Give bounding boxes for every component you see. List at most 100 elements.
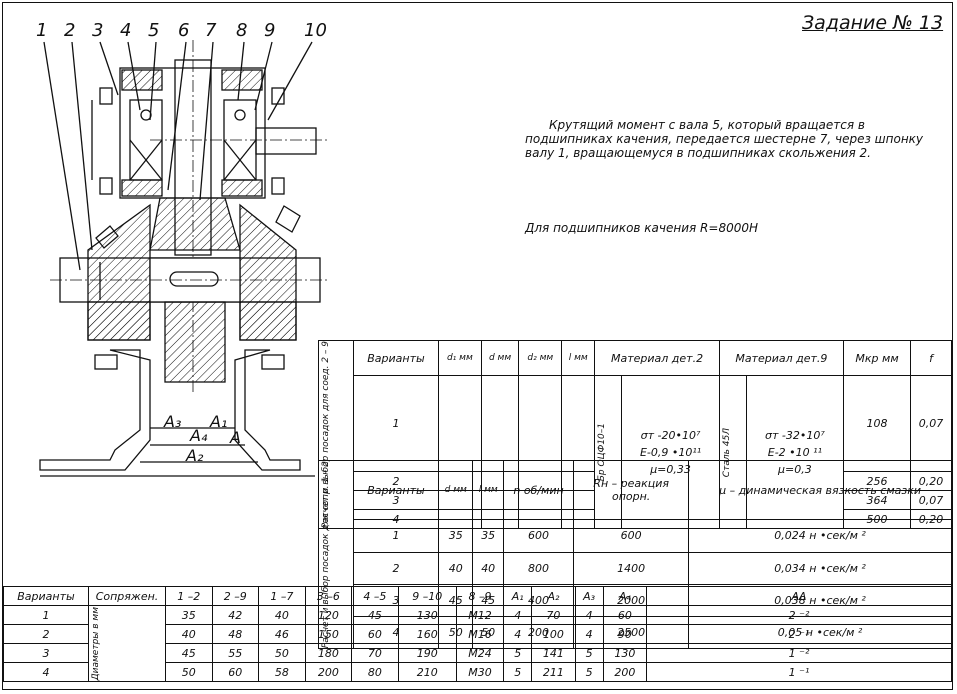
cell: 35 <box>437 519 474 553</box>
cell: 60 <box>602 605 648 625</box>
cell: 0,034 н •сек/м ² <box>688 551 952 585</box>
cell: 2 ⁻² <box>646 605 952 625</box>
cell: 211 <box>531 662 576 682</box>
cell: 180 <box>304 643 353 663</box>
header-cell: Варианты <box>353 459 439 521</box>
header-cell: d₁ мм <box>438 340 482 376</box>
cell: 160 <box>397 624 457 644</box>
cell: M24 <box>455 643 505 663</box>
cell: 1 ⁻¹ <box>646 662 952 682</box>
header-cell: μ – динамическая вязкость смазки <box>688 459 952 521</box>
cell <box>518 374 563 473</box>
cell: 200 <box>304 662 353 682</box>
cell: 46 <box>258 624 306 644</box>
cell: 4 <box>574 624 604 644</box>
cell: 35 <box>472 519 504 553</box>
header-cell: f <box>910 340 952 376</box>
cell: 70 <box>351 643 399 663</box>
header-cell: 9 –10 <box>397 586 457 606</box>
dim-a: A <box>230 428 241 447</box>
callout-2: 2 <box>64 20 76 41</box>
header-cell: Варианты <box>3 586 89 606</box>
header-cell: Мкр мм <box>843 340 911 376</box>
callout-7: 7 <box>205 20 217 41</box>
header-cell: 3 –6 <box>304 586 353 606</box>
header-cell: A₃ <box>574 586 604 606</box>
cell: 80 <box>351 662 399 682</box>
cell: 45 <box>351 605 399 625</box>
header-cell: 4 –5 <box>351 586 399 606</box>
dim-a2: A₂ <box>186 446 204 465</box>
cell: 5 <box>503 662 533 682</box>
cell: 130 <box>602 643 648 663</box>
cell: 4 <box>503 605 533 625</box>
cell: 1 <box>3 605 89 625</box>
callout-9: 9 <box>264 20 276 41</box>
header-cell: n об/мин <box>502 459 575 521</box>
cell: 58 <box>258 662 306 682</box>
cell: 1400 <box>573 551 690 585</box>
cell: 120 <box>304 605 353 625</box>
cell: 50 <box>258 643 306 663</box>
header-cell: 2 –9 <box>211 586 260 606</box>
cell: 42 <box>211 605 260 625</box>
cell: 5 <box>574 662 604 682</box>
page-title: Задание № 13 <box>802 12 944 34</box>
header-cell: A₄ <box>602 586 648 606</box>
header-cell: 8 –9 <box>455 586 505 606</box>
cell: 50 <box>165 662 213 682</box>
cell: 0,07 <box>910 374 952 473</box>
header-cell: AΔ <box>646 586 952 606</box>
callout-8: 8 <box>236 20 248 41</box>
cell: 45 <box>165 643 213 663</box>
cell: 210 <box>397 662 457 682</box>
cell: 4 <box>503 624 533 644</box>
cell: 4 <box>574 605 604 625</box>
cell: 5 <box>574 643 604 663</box>
cell: M16 <box>455 624 505 644</box>
cell: 70 <box>531 605 576 625</box>
cell: 40 <box>472 551 504 585</box>
cell: 1 <box>353 519 439 553</box>
cell <box>438 374 482 473</box>
callout-10: 10 <box>304 20 327 41</box>
callout-3: 3 <box>92 20 104 41</box>
cell: 100 <box>531 624 576 644</box>
cell: 90 <box>602 624 648 644</box>
callout-5: 5 <box>148 20 160 41</box>
cell: M30 <box>455 662 505 682</box>
cell: 0,024 н •сек/м ² <box>688 519 952 553</box>
cell: 2 <box>3 624 89 644</box>
header-cell: A₂ <box>531 586 576 606</box>
header-cell: l мм <box>561 340 596 376</box>
cell: 150 <box>304 624 353 644</box>
header-cell: d мм <box>480 340 520 376</box>
header-cell: Варианты <box>353 340 439 376</box>
cell: 1 <box>353 374 439 473</box>
header-cell: l мм <box>472 459 504 521</box>
header-cell: d₂ мм <box>518 340 563 376</box>
cell: 190 <box>397 643 457 663</box>
callout-4: 4 <box>120 20 132 41</box>
cell: 40 <box>165 624 213 644</box>
table-header-row: Варианты Сопряжен. 1 –2 2 –9 1 –7 3 –6 4… <box>3 586 952 606</box>
header-cell: Материал дет.2 <box>594 340 720 376</box>
cell: 40 <box>437 551 474 585</box>
table-header-row: Расчет и выбор посадок для соед. 2 – 9 В… <box>318 339 952 530</box>
cell: 4 <box>3 662 89 682</box>
cell <box>561 374 596 473</box>
cell: 600 <box>573 519 690 553</box>
table-row: 1 35 35 600 600 0,024 н •сек/м ² <box>319 519 952 553</box>
header-cell: A₁ <box>503 586 533 606</box>
cell: 141 <box>531 643 576 663</box>
cell: 48 <box>211 624 260 644</box>
cell: 800 <box>502 551 575 585</box>
table-dimensions: Варианты Сопряжен. 1 –2 2 –9 1 –7 3 –6 4… <box>3 586 952 682</box>
cell: 5 <box>503 643 533 663</box>
header-cell: 1 –7 <box>258 586 306 606</box>
